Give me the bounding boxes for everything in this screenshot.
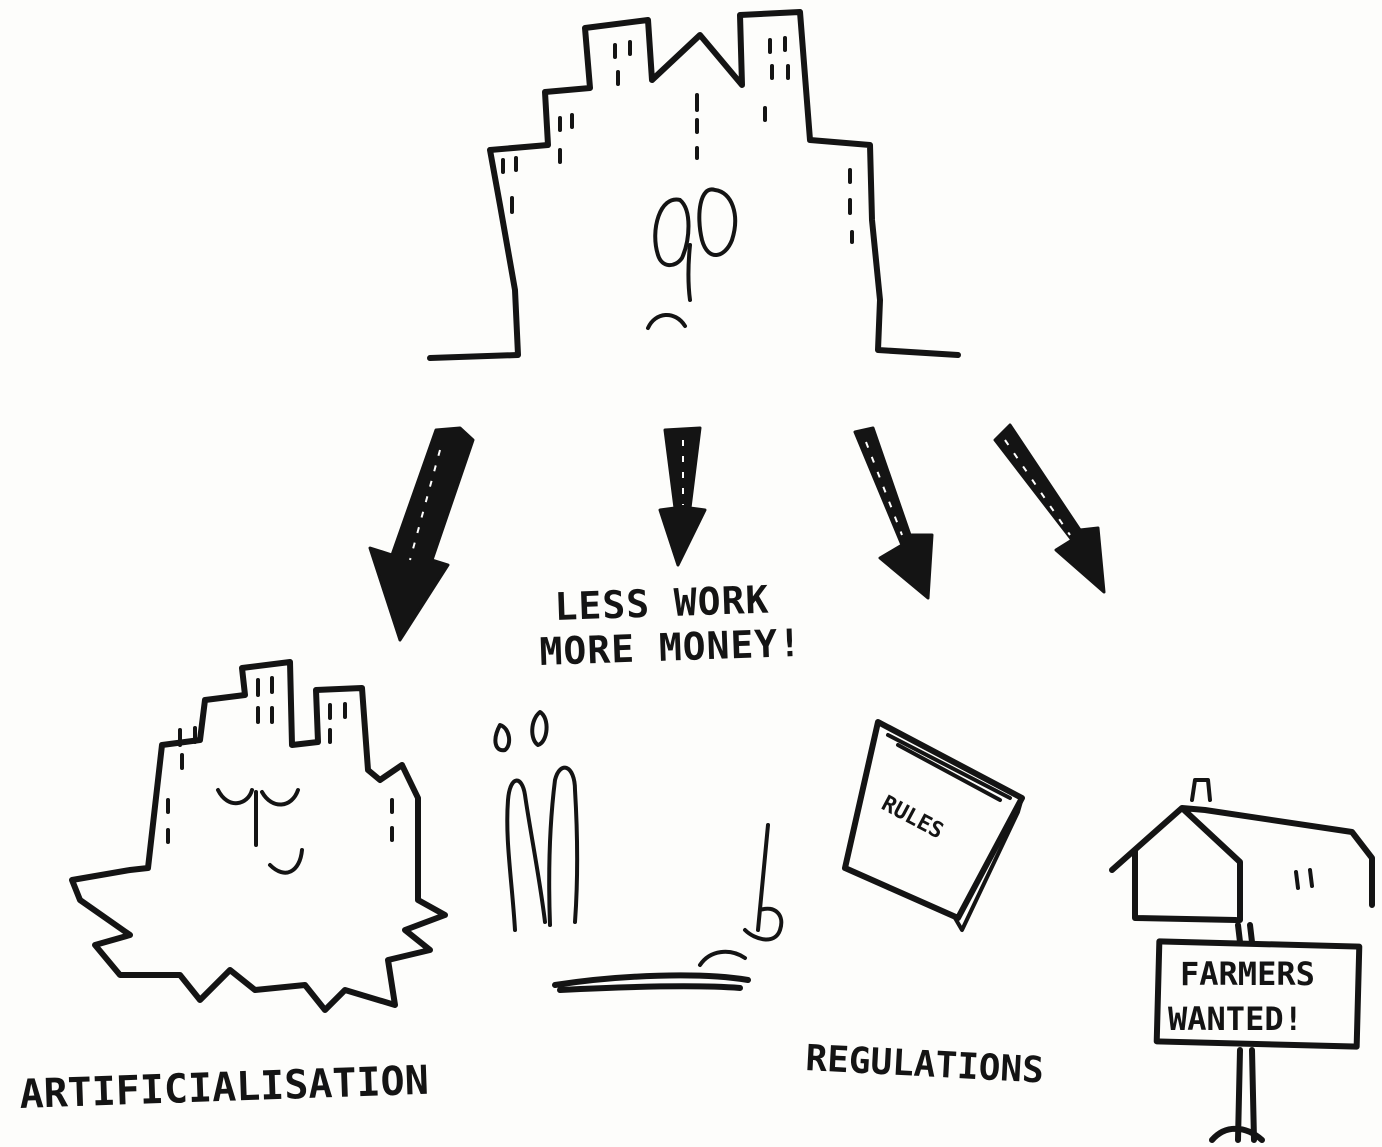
caption-regulations: REGULATIONS bbox=[805, 1038, 1045, 1091]
farm: FARMERS WANTED! bbox=[1109, 778, 1375, 1143]
happy-city-outline bbox=[69, 659, 448, 1013]
sad-city-frown bbox=[646, 313, 687, 330]
worker-head-1 bbox=[493, 723, 512, 753]
arrow-to-regulations bbox=[853, 426, 934, 600]
sad-city-outline bbox=[427, 9, 961, 361]
worker-tool bbox=[552, 972, 751, 993]
rules-book-pages bbox=[886, 733, 1024, 932]
rules-book-label: RULES bbox=[877, 791, 947, 844]
worker-head-2 bbox=[530, 710, 549, 747]
sad-city-eyes bbox=[653, 187, 738, 268]
arrow-to-artificialisation bbox=[368, 426, 475, 642]
worker-hand bbox=[698, 823, 784, 967]
farm-house bbox=[1109, 805, 1375, 923]
slogan: LESS WORK MORE MONEY! bbox=[539, 578, 803, 674]
sign-board bbox=[1153, 938, 1363, 1050]
farm-chimney bbox=[1190, 778, 1212, 802]
happy-city bbox=[69, 659, 448, 1013]
sad-city-nose bbox=[686, 243, 692, 302]
happy-city-eyes bbox=[216, 788, 300, 807]
worker-body-2 bbox=[547, 765, 580, 927]
rules-book-cover bbox=[842, 719, 1025, 921]
sad-city-windows bbox=[501, 36, 854, 244]
happy-city-smile bbox=[268, 848, 304, 875]
sign-line-1: FARMERS bbox=[1180, 955, 1315, 993]
sad-city bbox=[427, 9, 961, 361]
caption-artificialisation: ARTIFICIALISATION bbox=[19, 1058, 430, 1118]
slogan-line-2: MORE MONEY! bbox=[539, 621, 803, 674]
arrow-to-farm bbox=[993, 423, 1106, 594]
arrows bbox=[368, 423, 1106, 642]
farm-window bbox=[1294, 868, 1314, 890]
happy-city-windows bbox=[166, 676, 394, 844]
sign-post bbox=[1209, 922, 1265, 1143]
sign-line-2: WANTED! bbox=[1168, 1000, 1303, 1038]
tired-workers bbox=[493, 710, 784, 993]
arrow-to-workers bbox=[658, 426, 707, 567]
rules-book: RULES bbox=[842, 719, 1025, 932]
worker-body-1 bbox=[505, 778, 547, 932]
slogan-line-1: LESS WORK bbox=[554, 578, 770, 629]
